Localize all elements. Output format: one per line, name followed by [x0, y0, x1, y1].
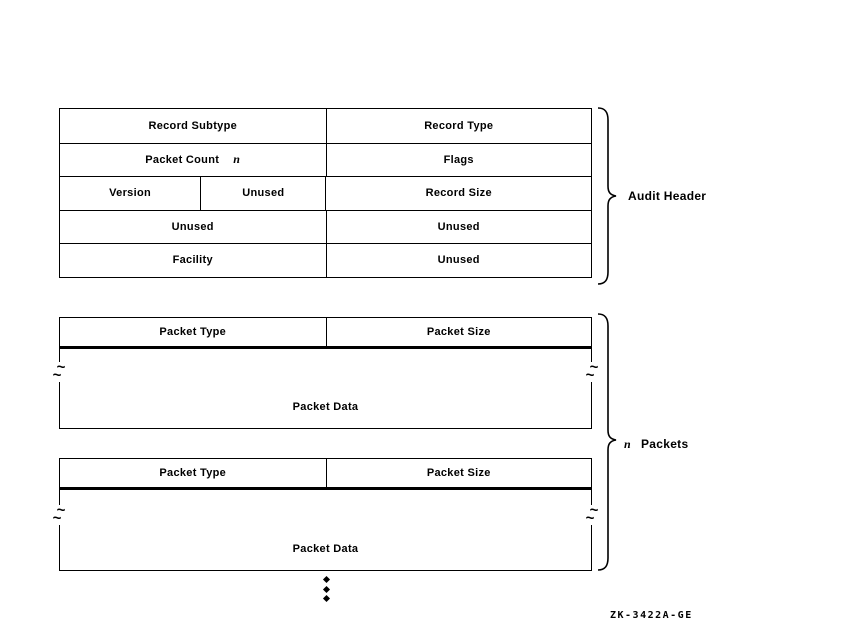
tilde-icon: ~: [589, 502, 599, 519]
field-packet-size: Packet Size: [325, 459, 592, 487]
audit-row-5: Facility Unused: [60, 243, 591, 277]
field-label: Unused: [437, 220, 480, 233]
field-label: Facility: [172, 254, 213, 267]
break-mark-icon: ~ ~: [49, 359, 69, 384]
field-flags: Flags: [325, 143, 592, 176]
field-label: Version: [109, 187, 151, 200]
field-label: Packet Type: [159, 467, 227, 479]
field-label: Packet Count: [145, 153, 220, 166]
field-unused-small: Unused: [200, 177, 325, 210]
packet-2-data-area: Packet Data: [60, 490, 591, 569]
field-record-type: Record Type: [325, 109, 592, 143]
break-mark-icon: ~ ~: [49, 502, 69, 527]
field-version: Version: [60, 177, 200, 210]
packet-1-data-area: Packet Data: [60, 349, 591, 427]
audit-header-table: Record Subtype Record Type Packet Count …: [59, 108, 592, 278]
dot: [322, 594, 331, 603]
dot: [322, 575, 331, 584]
tilde-icon: ~: [52, 367, 62, 384]
field-packet-type: Packet Type: [60, 459, 326, 487]
dot: [322, 585, 331, 593]
packet-block-1: Packet Type Packet Size Packet Data ~ ~ …: [49, 317, 602, 429]
tilde-icon: ~: [585, 367, 595, 384]
audit-header-label-text: Audit Header: [628, 189, 707, 203]
tilde-icon: ~: [56, 502, 66, 519]
audit-row-1: Record Subtype Record Type: [60, 109, 591, 143]
tilde-icon: ~: [585, 510, 595, 527]
packets-brace-icon: [597, 313, 617, 571]
audit-header-brace-icon: [597, 107, 617, 285]
field-facility: Facility: [60, 244, 326, 277]
field-packet-data: Packet Data: [292, 543, 359, 555]
variable-n: n: [624, 437, 631, 451]
field-packet-data: Packet Data: [292, 401, 359, 413]
field-unused-left: Unused: [60, 211, 326, 244]
audit-header-label: Audit Header: [628, 189, 706, 203]
field-label: Record Type: [424, 119, 494, 132]
figure-code: ZK-3422A-GE: [610, 610, 693, 621]
field-label: Unused: [437, 254, 480, 267]
break-mark-icon: ~ ~: [582, 359, 602, 384]
packet-2-header-row: Packet Type Packet Size: [60, 459, 591, 490]
packets-label: n Packets: [624, 437, 688, 452]
field-label: Record Subtype: [148, 119, 238, 132]
field-packet-type: Packet Type: [60, 318, 326, 346]
field-label: Unused: [242, 187, 285, 200]
packet-1-header-row: Packet Type Packet Size: [60, 318, 591, 349]
field-packet-count: Packet Count n: [60, 144, 326, 177]
break-mark-icon: ~ ~: [582, 502, 602, 527]
field-label: Record Size: [425, 187, 492, 200]
tilde-icon: ~: [56, 359, 66, 376]
variable-n: n: [233, 152, 241, 167]
audit-row-2: Packet Count n Flags: [60, 142, 592, 177]
tilde-icon: ~: [52, 510, 62, 527]
field-label: Unused: [171, 220, 214, 233]
audit-row-4: Unused Unused: [60, 209, 592, 244]
vertical-ellipsis-icon: [322, 575, 331, 606]
field-unused-bottom: Unused: [325, 244, 592, 277]
packets-label-text: Packets: [640, 437, 689, 451]
packet-block-2: Packet Type Packet Size Packet Data ~ ~ …: [49, 458, 602, 571]
field-packet-size: Packet Size: [325, 318, 592, 346]
audit-row-3: Version Unused Record Size: [60, 176, 591, 210]
tilde-icon: ~: [589, 359, 599, 376]
field-label: Packet Size: [426, 467, 491, 479]
field-label: Flags: [443, 153, 474, 166]
field-label: Packet Type: [159, 326, 227, 338]
field-label: Packet Size: [426, 326, 491, 338]
field-record-size: Record Size: [325, 177, 591, 210]
field-record-subtype: Record Subtype: [60, 109, 326, 143]
field-unused-right: Unused: [325, 210, 592, 243]
